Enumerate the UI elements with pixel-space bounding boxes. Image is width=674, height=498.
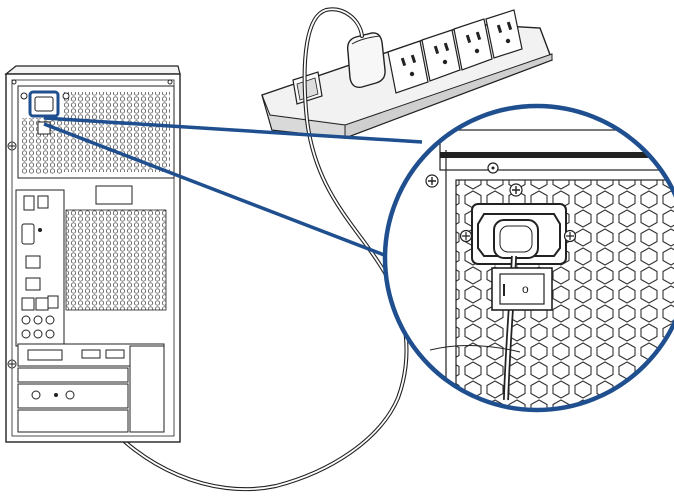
magnifier-callout: o [382, 103, 674, 413]
tower-power-inlet [28, 90, 60, 118]
power-switch-icon: o [491, 267, 553, 311]
strip-outlet [387, 40, 429, 94]
phillips-screw-icon [425, 174, 439, 188]
strip-outlet [453, 18, 493, 71]
io-ports [21, 195, 59, 339]
power-plug-icon [493, 219, 539, 401]
switch-symbol: o [522, 282, 529, 296]
strip-outlet [485, 9, 523, 59]
callout-leader [43, 116, 423, 260]
phillips-screw-icon [509, 183, 523, 197]
desktop-tower [4, 65, 181, 443]
expansion-slots [17, 343, 165, 433]
strip-outlet [421, 29, 461, 82]
power-strip [261, 9, 553, 139]
psu-section [17, 85, 175, 179]
plug-in-strip [346, 32, 386, 88]
tower-screw-icon [7, 359, 17, 369]
tower-screw-icon [7, 141, 17, 151]
strip-switch [292, 71, 323, 105]
